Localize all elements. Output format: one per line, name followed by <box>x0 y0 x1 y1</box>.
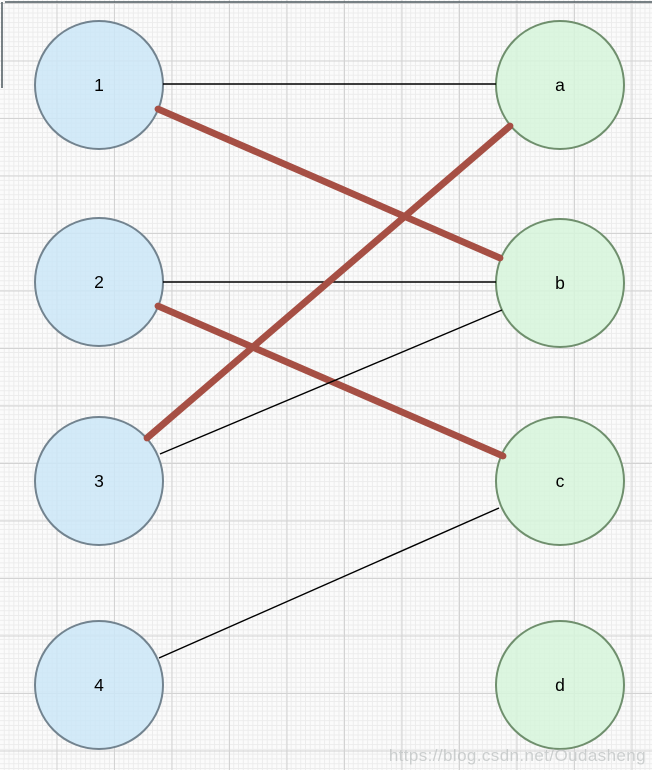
node-label-c: c <box>556 471 565 491</box>
node-label-1: 1 <box>94 75 104 95</box>
node-label-4: 4 <box>94 675 104 695</box>
edge-2-c-matched[interactable] <box>154 302 507 460</box>
node-b[interactable] <box>495 218 625 348</box>
edge-3-b[interactable] <box>159 309 503 455</box>
edge-3-a-matched[interactable] <box>143 122 514 442</box>
edge-1-b-matched[interactable] <box>154 105 504 262</box>
node-label-b: b <box>555 273 565 293</box>
node-label-3: 3 <box>94 471 104 491</box>
node-c[interactable] <box>495 416 625 546</box>
node-label-d: d <box>555 675 565 695</box>
node-3[interactable] <box>34 416 164 546</box>
edge-4-c[interactable] <box>158 507 500 659</box>
node-label-2: 2 <box>94 272 104 292</box>
node-4[interactable] <box>34 620 164 750</box>
node-label-a: a <box>555 75 565 95</box>
node-d[interactable] <box>495 620 625 750</box>
node-a[interactable] <box>495 20 625 150</box>
node-1[interactable] <box>34 20 164 150</box>
